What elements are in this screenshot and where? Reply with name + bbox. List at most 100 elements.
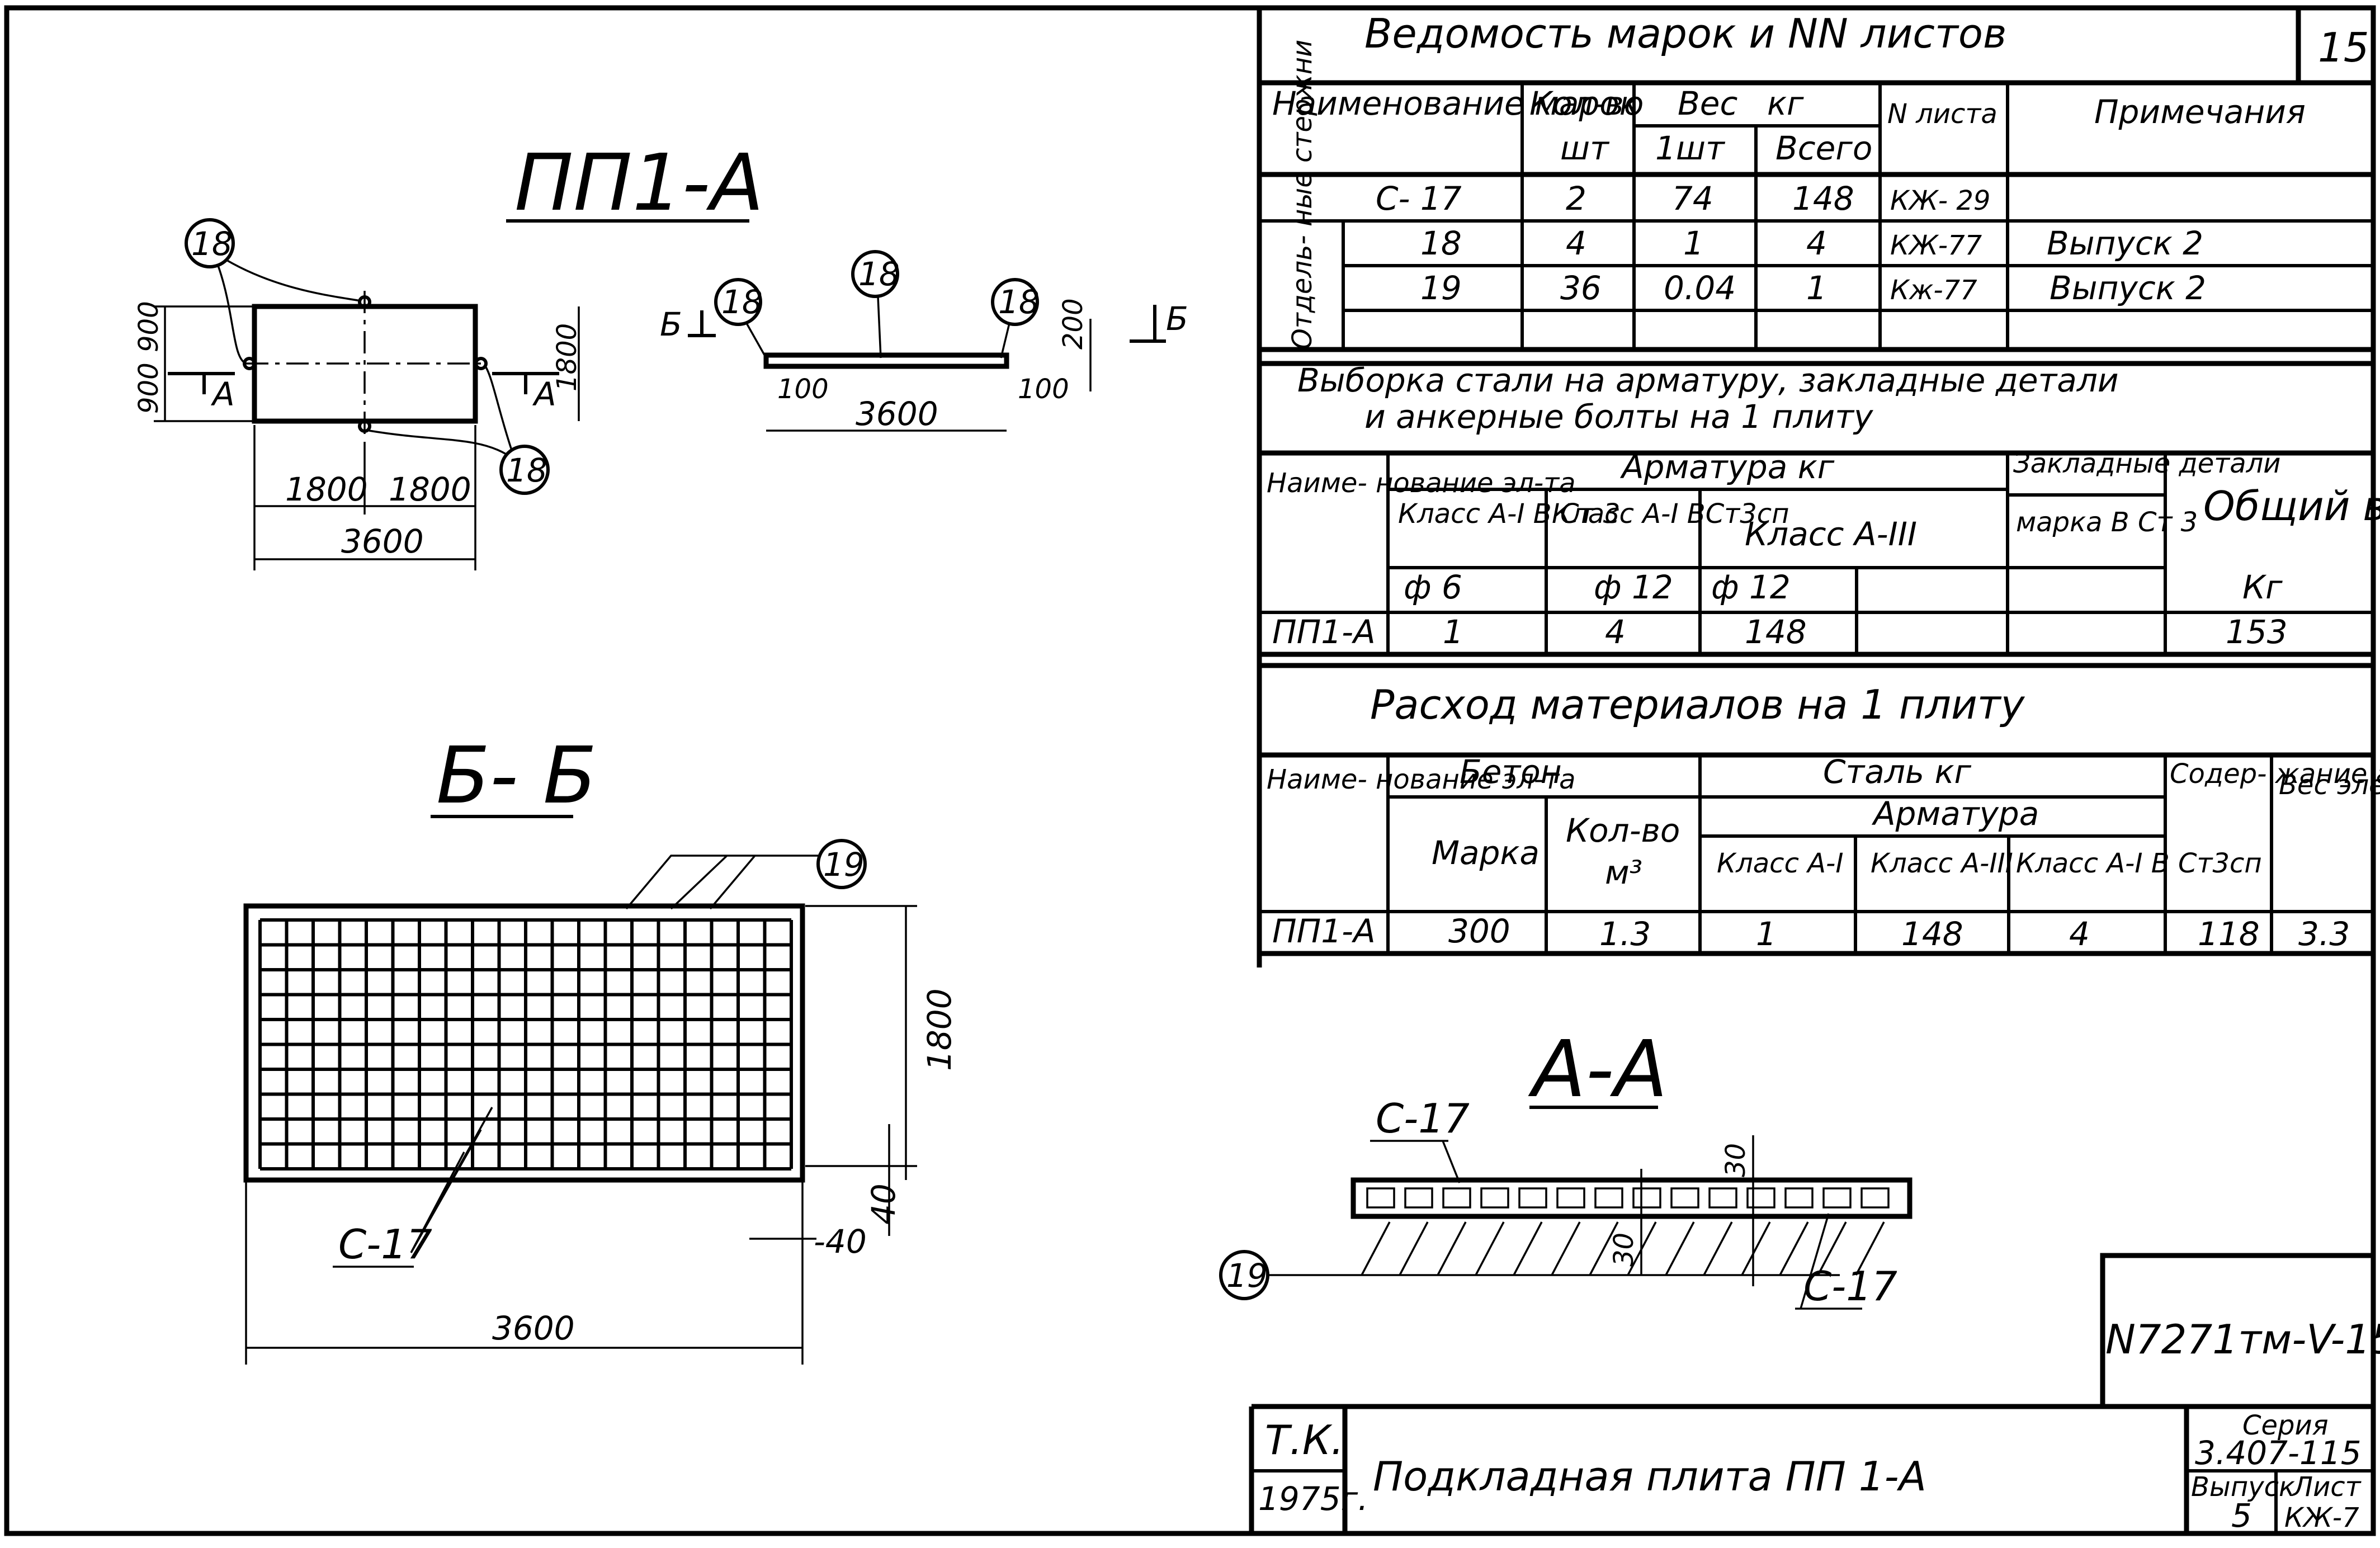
t3-h-concrete: Бетон — [1460, 753, 1562, 791]
t1-r2-wt: 4 — [1806, 224, 1827, 262]
plan-dim-900-top: 900 — [133, 301, 164, 352]
section-aa-rebar-label-top: С-17 — [1376, 1095, 1470, 1142]
section-bb-dim-1800: 1800 — [920, 988, 958, 1071]
plan-callout-bottom-leader — [369, 430, 507, 455]
side-dim-3600: 3600 — [856, 395, 938, 433]
t2-h-total-unit: Кг — [2242, 568, 2283, 606]
plan-callout-top-circle — [185, 218, 235, 268]
section-bb-dim-3600: 3600 — [492, 1309, 575, 1347]
side-callout-left: 18 — [721, 283, 763, 321]
t2-h-d12a: ф 12 — [1594, 568, 1673, 606]
t2-r-total: 153 — [2226, 613, 2288, 651]
t3-h-weight: Вес элемен- та т — [2279, 770, 2380, 801]
t2-r-c2: 4 — [1605, 613, 1626, 651]
t1-r2-qty: 4 — [1566, 224, 1586, 262]
t1-r3-qty: 36 — [1560, 269, 1602, 307]
t1-r3-note: Выпуск 2 — [2050, 269, 2206, 307]
tb-series-label: Серия — [2242, 1410, 2329, 1441]
rebar-leader-hatch — [1513, 1221, 1543, 1276]
plan-callout-bottom-circle — [499, 445, 550, 495]
t1-r3-wt: 1 — [1806, 269, 1827, 307]
t1-r2-mark: 18 — [1420, 224, 1462, 262]
plan-dim-900-bottom: 900 — [133, 362, 164, 414]
side-slab-outline — [763, 352, 1009, 369]
plan-callout-bottom-leader2 — [483, 364, 513, 451]
section-aa-slab — [1350, 1177, 1912, 1219]
t2-h-embedded: Закладные детали — [2013, 448, 2281, 479]
t3-r-weight: 3.3 — [2298, 915, 2350, 953]
rebar-cross-section — [1822, 1187, 1852, 1209]
sheet-number: 15 — [2318, 24, 2369, 71]
t2-h-embedded-mark: марка В Ст 3 — [2016, 507, 2198, 538]
rebar-cross-section — [1518, 1187, 1547, 1209]
plan-loop-right — [474, 357, 488, 370]
side-callout-mid: 18 — [858, 255, 900, 293]
section-aa-callout: 19 — [1226, 1257, 1268, 1295]
sheet-frame — [4, 5, 2376, 1536]
t1-r3-mark: 19 — [1420, 269, 1462, 307]
t1-title: Ведомость марок и NN листов — [1364, 10, 2006, 57]
rebar-leader-hatch — [1665, 1221, 1695, 1276]
plan-loop-bottom — [358, 419, 371, 433]
rebar-leader-hatch — [1551, 1221, 1581, 1276]
side-dim-200: 200 — [1057, 298, 1089, 350]
t3-r-grade: 300 — [1448, 912, 1510, 950]
table-materials: Расход материалов на 1 плиту Наиме- нова… — [1259, 663, 2380, 956]
tb-issue: 5 — [2231, 1497, 2252, 1535]
t3-h-a1b: Класс А-I В Ст3сп — [2016, 848, 2262, 879]
plan-section-left-label: А — [210, 375, 235, 413]
tb-sheet-label: Лист — [2292, 1471, 2362, 1503]
section-bb-dim-m40: -40 — [814, 1223, 867, 1261]
rebar-leader-hatch — [1779, 1221, 1809, 1276]
t1-r1-qty: 2 — [1566, 180, 1586, 218]
section-bb-rebar-label: С-17 — [338, 1221, 432, 1268]
rebar-leader-hatch — [1475, 1221, 1505, 1276]
rebar-cross-section — [1632, 1187, 1661, 1209]
section-aa: А-А С-17 С-17 19 30 30 — [1219, 1024, 1912, 1310]
section-bb-callout: 19 — [823, 846, 865, 884]
side-callout-right-leader — [1000, 323, 1010, 358]
side-dim-100-left: 100 — [777, 374, 829, 405]
t3-r-a3: 148 — [1901, 915, 1963, 953]
tb-year: 1975г. — [1258, 1480, 1368, 1518]
plan-dim-1800-left: 1800 — [285, 470, 368, 508]
t1-r3-sheet: Кж-77 — [1890, 275, 1977, 306]
t1-h-per-unit: 1шт — [1655, 129, 1726, 167]
t2-r-name: ПП1-А — [1272, 613, 1376, 651]
t2-title-line1: Выборка стали на арматуру, закладные дет… — [1297, 361, 2119, 399]
plan-callout-top-leader — [226, 259, 361, 302]
t1-h-sheet: N листа — [1887, 98, 1998, 130]
t1-h-weight: Вес — [1678, 84, 1737, 122]
section-aa-rebar — [1361, 1187, 1890, 1276]
section-bb-rebar-grid — [258, 918, 793, 1171]
section-aa-title: А-А — [1528, 1024, 1668, 1115]
rebar-cross-section — [1404, 1187, 1433, 1209]
section-aa-rebar-label-bottom-leader — [1800, 1213, 1830, 1309]
tb-issue-label: Выпуск — [2191, 1471, 2295, 1503]
t2-r-c3: 148 — [1745, 613, 1807, 651]
t3-r-a1: 1 — [1756, 915, 1777, 953]
rebar-leader-hatch — [1855, 1221, 1885, 1276]
t3-h-content: Содер- жание армату ры кг/м³ — [2170, 758, 2380, 790]
t1-h-qty: Кол-во — [1529, 84, 1644, 122]
t3-h-grade: Марка — [1432, 834, 1540, 872]
side-callout-right: 18 — [998, 283, 1040, 321]
side-callout-left-circle — [714, 278, 762, 326]
t3-r-a1b: 4 — [2069, 915, 2090, 953]
t3-h-rebar: Арматура — [1871, 795, 2039, 833]
section-aa-dim-30-top: 30 — [1720, 1143, 1751, 1177]
t2-h-d12b: ф 12 — [1711, 568, 1791, 606]
side-section-left-label: Б — [660, 305, 682, 343]
section-bb-slab — [243, 903, 805, 1183]
rebar-cross-section — [1784, 1187, 1814, 1209]
stamp-text: N7271тм-V-15 — [2105, 1316, 2380, 1363]
t1-r1-mark: С- 17 — [1376, 180, 1462, 218]
rebar-cross-section — [1860, 1187, 1890, 1209]
section-bb-rebar-leader — [410, 1107, 493, 1253]
t1-r2-sheet: КЖ-77 — [1890, 230, 1982, 261]
rebar-leader-hatch — [1817, 1221, 1847, 1276]
section-aa-rebar-label-bottom: С-17 — [1803, 1263, 1897, 1310]
section-bb: Б- Б 19 С-17 1800 40 -40 3600 — [243, 730, 958, 1365]
plan-callout-bottom: 18 — [506, 451, 547, 489]
t3-h-steel: Сталь кг — [1823, 753, 1972, 791]
